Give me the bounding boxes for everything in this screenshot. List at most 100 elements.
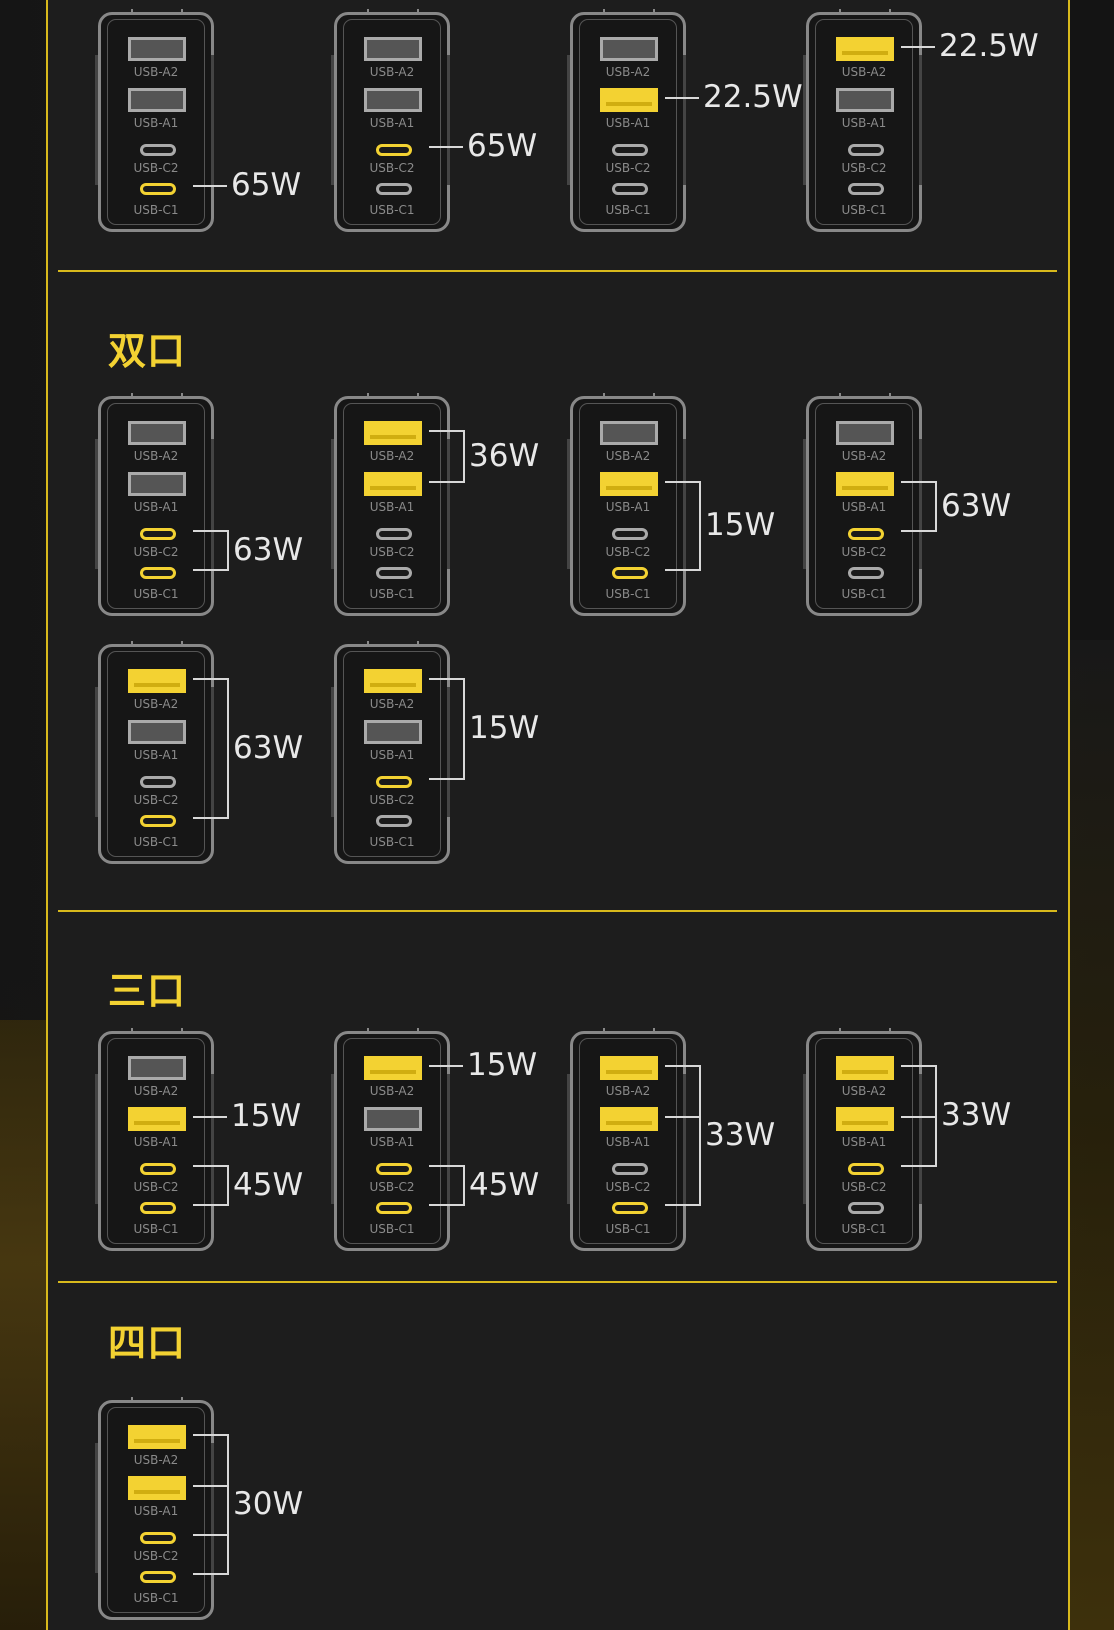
charger-side-clip (331, 1074, 334, 1204)
watt-label: 30W (233, 1485, 304, 1522)
watt-label: 36W (469, 437, 540, 474)
usb-a1-port (836, 1107, 894, 1131)
usb-c1-label: USB-C1 (133, 1222, 179, 1236)
charger-side-clip (683, 1074, 686, 1204)
charger-prong (889, 1028, 891, 1034)
usb-c2-port (612, 1163, 648, 1175)
usb-c2-label: USB-C2 (133, 793, 179, 807)
usb-a1-port (128, 1476, 186, 1500)
usb-a1-port (128, 472, 186, 496)
charger-outline (343, 651, 441, 857)
usb-a1-port (128, 720, 186, 744)
charger-side-clip (919, 55, 922, 185)
charger-prong (839, 393, 841, 399)
usb-a2-port (364, 421, 422, 445)
charger-side-clip (567, 1074, 570, 1204)
watt-connector-line (665, 97, 699, 99)
charger-outline (343, 19, 441, 225)
usb-c1-port (140, 815, 176, 827)
watt-connector-line (193, 1534, 227, 1536)
watt-label: 15W (469, 710, 540, 746)
watt-connector-line (901, 530, 935, 532)
usb-a1-label: USB-A1 (841, 116, 887, 130)
charger-side-clip (567, 439, 570, 569)
usb-c1-port (376, 1202, 412, 1214)
charger-prong (181, 641, 183, 647)
charger-prong (653, 1028, 655, 1034)
charger-prong (417, 393, 419, 399)
usb-c2-port (376, 1163, 412, 1175)
charger-prong (131, 1397, 133, 1403)
watt-label: 63W (941, 487, 1012, 524)
usb-a2-port (364, 1056, 422, 1080)
usb-c1-port (848, 1202, 884, 1214)
watt-connector-line (901, 481, 935, 483)
charger-prong (181, 9, 183, 15)
watt-connector-line (429, 1165, 463, 1167)
charger-outline (579, 19, 677, 225)
charger-side-clip (95, 1443, 98, 1573)
watt-bracket (935, 481, 937, 532)
watt-connector-line (901, 46, 935, 48)
watt-connector-line (193, 678, 227, 680)
charger-prong (181, 1028, 183, 1034)
usb-a1-label: USB-A1 (133, 116, 179, 130)
usb-a1-label: USB-A1 (133, 748, 179, 762)
usb-c1-port (140, 183, 176, 195)
section-divider (58, 910, 1057, 912)
charger-prong (839, 9, 841, 15)
usb-a2-label: USB-A2 (841, 449, 887, 463)
usb-a2-port (128, 1056, 186, 1080)
usb-a2-port (600, 421, 658, 445)
usb-c1-port (376, 567, 412, 579)
watt-label: 63W (233, 729, 304, 766)
watt-bracket (227, 1165, 229, 1206)
watt-label: 65W (231, 167, 302, 203)
usb-a1-label: USB-A1 (605, 116, 651, 130)
usb-c2-port (140, 776, 176, 788)
usb-a1-label: USB-A1 (133, 1135, 179, 1149)
charger-side-clip (447, 1074, 450, 1204)
usb-c2-port (140, 1532, 176, 1544)
usb-c2-port (612, 528, 648, 540)
charger-prong (367, 393, 369, 399)
usb-a2-port (128, 37, 186, 61)
usb-a2-port (836, 37, 894, 61)
watt-connector-line (665, 569, 699, 571)
usb-a1-port (128, 1107, 186, 1131)
charger-side-clip (331, 439, 334, 569)
watt-connector-line (665, 481, 699, 483)
usb-c1-port (848, 183, 884, 195)
watt-label: 45W (469, 1166, 540, 1203)
usb-a1-port (128, 88, 186, 112)
watt-bracket (463, 430, 465, 483)
charger-prong (603, 9, 605, 15)
charger-outline (815, 1038, 913, 1244)
charger-prong (603, 393, 605, 399)
usb-c2-label: USB-C2 (841, 161, 887, 175)
usb-a1-port (364, 88, 422, 112)
usb-c2-port (848, 1163, 884, 1175)
charger-side-clip (95, 439, 98, 569)
usb-c1-port (612, 567, 648, 579)
usb-c1-label: USB-C1 (605, 587, 651, 601)
usb-c1-port (376, 815, 412, 827)
charger-side-clip (683, 439, 686, 569)
usb-c2-label: USB-C2 (133, 1549, 179, 1563)
usb-a2-label: USB-A2 (133, 697, 179, 711)
charger-prong (181, 393, 183, 399)
usb-c1-port (140, 1571, 176, 1583)
usb-c1-label: USB-C1 (133, 1591, 179, 1605)
charger-side-clip (95, 1074, 98, 1204)
usb-a2-label: USB-A2 (841, 1084, 887, 1098)
usb-a1-port (364, 1107, 422, 1131)
usb-c2-label: USB-C2 (369, 793, 415, 807)
